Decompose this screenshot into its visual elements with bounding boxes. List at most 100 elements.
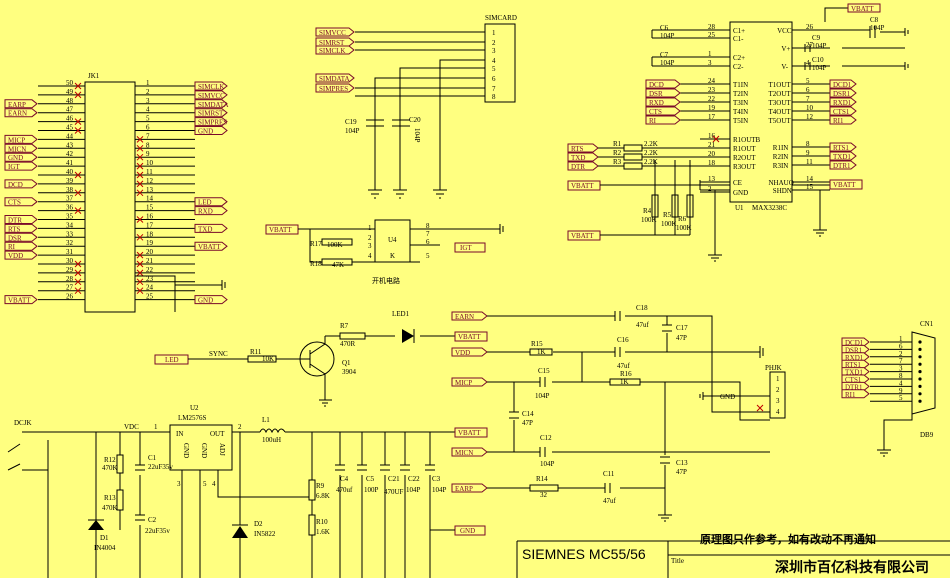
jk1-pin-9: 9 xyxy=(146,150,150,158)
svg-text:C15: C15 xyxy=(538,367,550,375)
svg-text:T4OUT: T4OUT xyxy=(769,108,792,116)
max-in-rxd: RXD xyxy=(645,97,681,107)
jk1-nc xyxy=(74,260,82,268)
jk1-pin-20: 20 xyxy=(146,248,154,256)
svg-text:100P: 100P xyxy=(364,486,379,494)
svg-text:2: 2 xyxy=(492,39,496,47)
svg-text:DCD1: DCD1 xyxy=(845,339,864,347)
jk1-net-earp: EARP xyxy=(4,99,38,109)
svg-text:R3: R3 xyxy=(613,158,622,166)
svg-text:11: 11 xyxy=(806,158,813,166)
svg-text:VBATT: VBATT xyxy=(458,333,481,341)
svg-text:3: 3 xyxy=(177,480,181,488)
jk1-net-rxd: RXD xyxy=(194,206,228,216)
jk1-nc xyxy=(136,278,144,286)
jk1-pin-24: 24 xyxy=(146,284,154,292)
jk1-pin-42: 42 xyxy=(66,150,74,158)
svg-text:C1: C1 xyxy=(148,454,157,462)
max-rail-wires xyxy=(792,29,905,67)
svg-text:MICN: MICN xyxy=(8,145,26,153)
svg-text:470K: 470K xyxy=(102,504,118,512)
svg-text:104P: 104P xyxy=(540,460,555,468)
svg-text:SIMRST: SIMRST xyxy=(198,110,224,118)
vbatt-u4-flag: VBATT xyxy=(265,224,299,235)
dcjk-label: DCJK xyxy=(14,419,32,427)
simcard-caps xyxy=(366,119,410,127)
svg-text:MICN: MICN xyxy=(455,449,473,457)
jk1-pin-30: 30 xyxy=(66,257,74,265)
svg-text:13: 13 xyxy=(708,175,716,183)
q1-ground xyxy=(319,399,331,407)
jk1-pin-35: 35 xyxy=(66,213,74,221)
svg-text:4: 4 xyxy=(492,57,496,65)
svg-text:LED: LED xyxy=(165,356,179,364)
jk1-net-igt: IGT xyxy=(4,161,38,171)
sim-net-simvcc: SIMVCC xyxy=(315,27,355,37)
svg-text:D2: D2 xyxy=(254,520,263,528)
svg-text:EARP: EARP xyxy=(8,101,26,109)
audio-wires xyxy=(487,315,770,515)
svg-text:1: 1 xyxy=(899,335,903,343)
svg-text:3: 3 xyxy=(899,365,903,373)
svg-text:SHDN: SHDN xyxy=(773,187,792,195)
jk1-pin-13: 13 xyxy=(146,186,154,194)
jk1-pin-25: 25 xyxy=(146,293,154,301)
vbatt-top-flag: VBATT xyxy=(847,3,881,13)
u4-k: K xyxy=(390,252,395,260)
jk1-net-led: LED xyxy=(194,197,228,207)
r11-ref: R11 xyxy=(250,348,262,356)
r18-value: 47K xyxy=(332,261,344,269)
jk1-nc xyxy=(136,171,144,179)
u4-wires xyxy=(298,224,504,263)
svg-text:C9: C9 xyxy=(812,34,821,42)
max-rin-dtr1: DTR1 xyxy=(829,160,857,170)
svg-text:CTS: CTS xyxy=(649,108,662,116)
jk1-net-vbatt: VBATT xyxy=(4,295,38,305)
svg-text:C4: C4 xyxy=(340,475,349,483)
svg-text:GND: GND xyxy=(733,189,748,197)
q1-part: 3904 xyxy=(342,368,357,376)
jk1-nc xyxy=(136,189,144,197)
led-flag: LED xyxy=(154,354,189,365)
max-out-ri1: RI1 xyxy=(829,115,857,125)
c20-value: 104P xyxy=(413,128,421,143)
svg-text:IN: IN xyxy=(176,430,183,438)
svg-text:47uf: 47uf xyxy=(636,321,650,329)
jk1-pin-5: 5 xyxy=(146,115,150,123)
svg-text:10: 10 xyxy=(806,104,814,112)
svg-text:EARP: EARP xyxy=(455,485,473,493)
svg-text:RI: RI xyxy=(8,243,16,251)
svg-text:DSR1: DSR1 xyxy=(833,90,851,98)
svg-text:47P: 47P xyxy=(522,419,533,427)
svg-text:2: 2 xyxy=(776,386,780,394)
jk1-pin-19: 19 xyxy=(146,239,154,247)
max-nc xyxy=(712,135,720,143)
jk1-pin-1: 1 xyxy=(146,79,150,87)
svg-text:12: 12 xyxy=(806,113,814,121)
audio-gnd-label: GND xyxy=(720,393,735,401)
svg-text:26: 26 xyxy=(806,23,814,31)
svg-text:R1OUT: R1OUT xyxy=(733,145,756,153)
svg-text:DCD: DCD xyxy=(8,181,23,189)
svg-text:104P: 104P xyxy=(535,392,550,400)
power-input-wires xyxy=(47,431,170,578)
svg-text:T3IN: T3IN xyxy=(733,99,748,107)
db9-ref: CN1 xyxy=(920,320,934,328)
svg-text:C6: C6 xyxy=(660,24,669,32)
db9-net-dsr1: DSR1 xyxy=(841,344,870,354)
svg-text:DSR: DSR xyxy=(8,234,22,242)
c19-value: 104P xyxy=(345,127,360,135)
svg-text:SIMVCC: SIMVCC xyxy=(198,92,225,100)
svg-text:C5: C5 xyxy=(366,475,375,483)
q1-ref: Q1 xyxy=(342,359,351,367)
jk1-pin-45: 45 xyxy=(66,124,74,132)
jk1-nc xyxy=(136,153,144,161)
svg-text:VDD: VDD xyxy=(455,349,470,357)
svg-text:T4IN: T4IN xyxy=(733,108,748,116)
sim-net-simclk: SIMCLK xyxy=(315,45,355,55)
power-caps xyxy=(135,464,435,521)
title-block: SIEMNES MC55/56 原理图只作参考，如有改动不再通知 Title 深… xyxy=(516,532,950,578)
db9-net-txd1: TXD1 xyxy=(841,367,870,377)
svg-text:DCD: DCD xyxy=(649,81,664,89)
jk1-pin-14: 14 xyxy=(146,195,154,203)
